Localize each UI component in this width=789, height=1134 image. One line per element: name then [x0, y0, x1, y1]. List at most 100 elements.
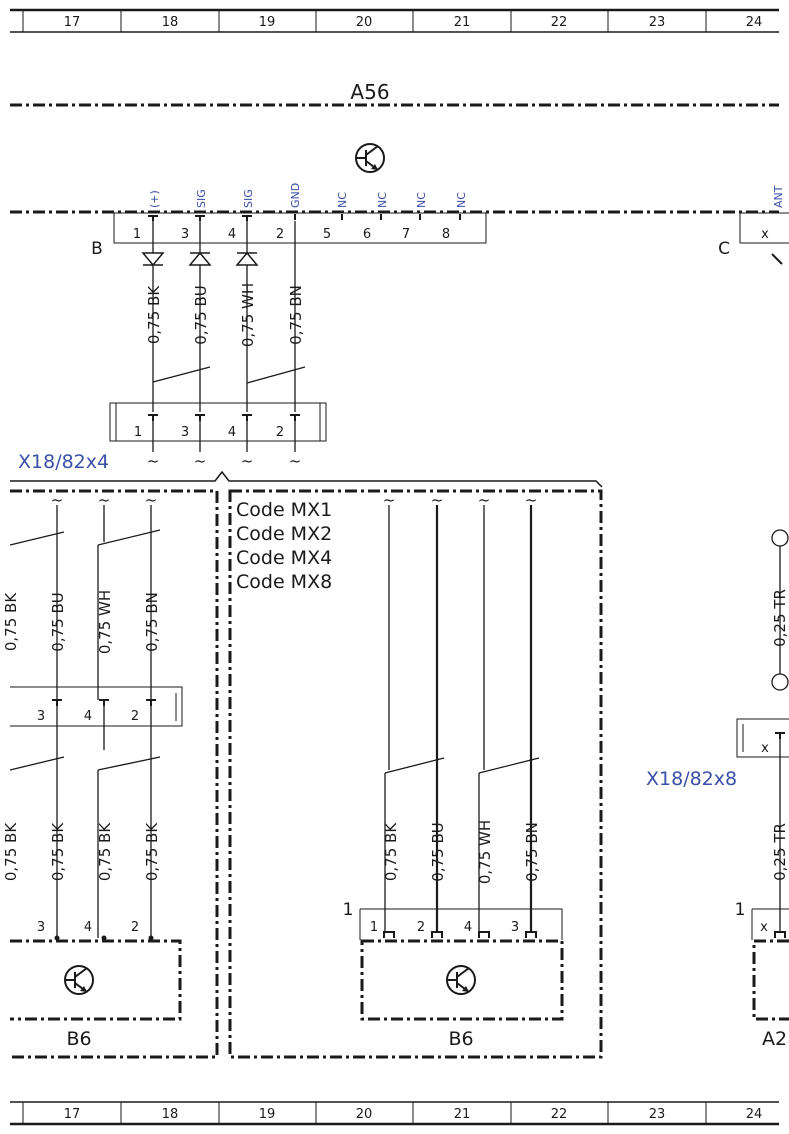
left-conn-pin-2: 2	[131, 709, 139, 724]
code-b6-pin-2: 2	[417, 920, 425, 935]
code-wire-bu: 0,75 BU	[429, 822, 447, 881]
grid-col-20-bottom: 20	[356, 1107, 373, 1122]
code-variant-panel: Code MX1 Code MX2 Code MX4 Code MX8 ~ ~ …	[228, 489, 603, 1059]
code-mx1: Code MX1	[236, 499, 332, 521]
grid-col-17-bottom: 17	[64, 1107, 81, 1122]
wire-label-bn: 0,75 BN	[287, 285, 305, 345]
left-wire-lower-2: 0,75 BK	[49, 822, 67, 881]
connector-x18-82x4: 1 3 4 2 ~ ~ ~ ~ X18/82x4	[18, 402, 327, 473]
grid-col-21-bottom: 21	[454, 1107, 471, 1122]
svg-text:~: ~	[383, 491, 396, 509]
grid-col-22: 22	[551, 15, 568, 30]
left-b6-pin-2: 2	[131, 920, 139, 935]
pin-number-8: 8	[442, 227, 450, 242]
code-b6-pin-1: 1	[370, 920, 378, 935]
code-b6-pin-4: 4	[464, 920, 472, 935]
module-a56: A56 B (+) SIG SIG GND NC NC NC NC	[10, 80, 789, 265]
x4-pin-4: 4	[228, 425, 236, 440]
grid-col-19-bottom: 19	[259, 1107, 276, 1122]
x18-82x4-label: X18/82x4	[18, 451, 109, 473]
transistor-icon	[355, 143, 385, 173]
code-b6-pin-3: 3	[511, 920, 519, 935]
code-b6-connector-number: 1	[343, 900, 354, 920]
left-b6-transistor-icon	[64, 965, 94, 995]
connector-c-pin: x	[761, 227, 769, 242]
svg-text:~: ~	[525, 491, 538, 509]
left-b6-label: B6	[66, 1028, 91, 1050]
grid-bar-bottom: 17 18 19 20 21 22 23 24	[10, 1101, 779, 1126]
code-b6-label: B6	[448, 1028, 473, 1050]
wire-label-bu: 0,75 BU	[192, 285, 210, 344]
left-wire-lower-4: 0,75 BK	[143, 822, 161, 881]
svg-text:~: ~	[145, 491, 158, 509]
grid-col-24-bottom: 24	[746, 1107, 763, 1122]
pin-number-7: 7	[402, 227, 410, 242]
right-a2-connector-number: 1	[735, 900, 746, 920]
pin-number-1: 1	[133, 227, 141, 242]
svg-text:~: ~	[289, 452, 302, 470]
grid-col-24: 24	[746, 15, 763, 30]
grid-col-23-bottom: 23	[649, 1107, 666, 1122]
pin-signal-ant: ANT	[772, 185, 785, 208]
pin-signal-gnd: GND	[289, 183, 302, 208]
grid-bar-top: 17 18 19 20 21 22 23 24	[10, 8, 779, 33]
variant-bracket	[10, 470, 603, 488]
grid-col-17: 17	[64, 15, 81, 30]
code-mx8: Code MX8	[236, 571, 332, 593]
svg-text:~: ~	[51, 491, 64, 509]
left-b6-pin-3: 3	[37, 920, 45, 935]
code-wire-bn: 0,75 BN	[523, 822, 541, 882]
left-conn-pin-3: 3	[37, 709, 45, 724]
pin-signal-sig-2: SIG	[242, 189, 255, 208]
left-wire-upper-wh: 0,75 WH	[96, 590, 114, 654]
grid-col-18: 18	[162, 15, 179, 30]
svg-text:~: ~	[98, 491, 111, 509]
grid-col-23: 23	[649, 15, 666, 30]
pin-signal-nc-6: NC	[376, 192, 389, 208]
connector-b-label: B	[91, 239, 103, 259]
module-a56-title: A56	[350, 80, 389, 104]
pin-signal-plus: (+)	[148, 190, 161, 208]
left-wire-upper-bk: 0,75 BK	[2, 592, 20, 651]
wire-label-wh: 0,75 WH	[239, 283, 257, 347]
right-wire-tr-lower: 0,25 TR	[771, 823, 789, 881]
left-variant-panel: ~ ~ ~ 0,75 BK 0,75 BU 0,75 WH 0,75 BN 3 …	[2, 489, 219, 1059]
pin-number-2: 2	[276, 227, 284, 242]
left-b6-pin-4: 4	[84, 920, 92, 935]
left-wire-lower-3: 0,75 BK	[96, 822, 114, 881]
left-wire-upper-bu: 0,75 BU	[49, 592, 67, 651]
svg-text:~: ~	[194, 452, 207, 470]
left-conn-pin-4: 4	[84, 709, 92, 724]
right-wire-tr-upper: 0,25 TR	[771, 589, 789, 647]
top-wires: 0,75 BK 0,75 BU 0,75 WH 0,75 BN	[141, 221, 306, 412]
grid-col-18-bottom: 18	[162, 1107, 179, 1122]
pin-number-3: 3	[181, 227, 189, 242]
x4-pin-3: 3	[181, 425, 189, 440]
connector-c-label: C	[718, 239, 730, 259]
code-wire-wh: 0,75 WH	[476, 820, 494, 884]
x4-pin-2: 2	[276, 425, 284, 440]
svg-text:~: ~	[431, 491, 444, 509]
connector-x18-82x8: 0,25 TR x X18/82x8 0,25 TR 1 x A2	[646, 529, 789, 1050]
pin-signal-nc-5: NC	[336, 192, 349, 208]
pin-number-6: 6	[363, 227, 371, 242]
wire-label-bk: 0,75 BK	[145, 285, 163, 344]
x4-pin-1: 1	[134, 425, 142, 440]
pin-number-5: 5	[323, 227, 331, 242]
grid-col-21: 21	[454, 15, 471, 30]
code-wire-bk: 0,75 BK	[382, 822, 400, 881]
code-mx2: Code MX2	[236, 523, 332, 545]
svg-text:~: ~	[147, 452, 160, 470]
pin-number-4: 4	[228, 227, 236, 242]
pin-signal-nc-7: NC	[415, 192, 428, 208]
grid-col-22-bottom: 22	[551, 1107, 568, 1122]
pin-signal-nc-8: NC	[455, 192, 468, 208]
left-wire-lower-1: 0,75 BK	[2, 822, 20, 881]
svg-text:~: ~	[241, 452, 254, 470]
code-b6-transistor-icon	[446, 965, 476, 995]
right-a2-label: A2	[762, 1028, 787, 1050]
svg-text:~: ~	[478, 491, 491, 509]
pin-signal-sig-1: SIG	[195, 189, 208, 208]
grid-col-20: 20	[356, 15, 373, 30]
